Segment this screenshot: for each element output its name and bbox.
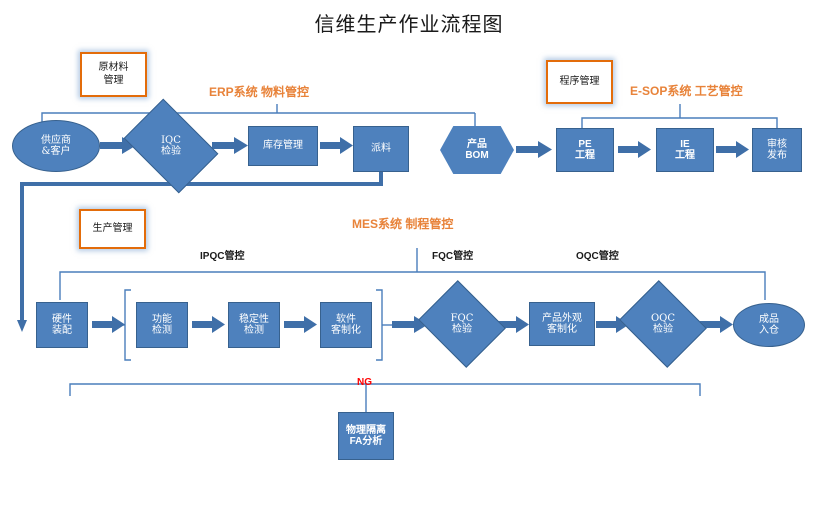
caption-oqc: OQC管控	[576, 251, 619, 262]
node-fa-analysis-label: 物理隔离 FA分析	[346, 424, 386, 448]
caption-mes-system: MES系统 制程管控	[352, 217, 454, 231]
node-oqc-inspection-label: OQC 检验	[650, 312, 676, 336]
node-product-appearance[interactable]: 产品外观 客制化	[529, 302, 595, 346]
arrow-pe-to-ie	[618, 141, 651, 158]
node-function-test[interactable]: 功能 检测	[136, 302, 188, 348]
node-fqc-inspection[interactable]: FQC 检验	[418, 280, 506, 368]
node-software-customization[interactable]: 软件 客制化	[320, 302, 372, 348]
node-product-bom[interactable]: 产品 BOM	[440, 126, 514, 174]
node-finished-goods-warehouse[interactable]: 成品 入仓	[733, 303, 805, 347]
caption-fqc: FQC管控	[432, 251, 474, 262]
label-box-raw-material-text: 原材料 管理	[98, 62, 129, 86]
page-title: 信维生产作业流程图	[314, 12, 504, 36]
node-fqc-inspection-label: FQC 检验	[450, 312, 474, 336]
label-box-production-management-text: 生产管理	[92, 222, 133, 234]
label-box-production-management: 生产管理	[79, 209, 146, 249]
node-stability-test-label: 稳定性 检测	[239, 313, 269, 337]
node-ie-engineering[interactable]: IE 工程	[656, 128, 714, 172]
arrow-iqc-to-inventory	[212, 137, 248, 154]
arrow-bom-to-pe	[516, 141, 552, 158]
erp-bracket	[41, 112, 475, 126]
arrow-oqc-to-warehouse	[700, 316, 733, 333]
arrow-function-to-stability	[192, 316, 225, 333]
node-function-test-label: 功能 检测	[152, 313, 172, 337]
ipqc-bracket-left	[124, 289, 131, 361]
node-product-appearance-label: 产品外观 客制化	[542, 312, 582, 336]
assembly-inbound-arrowhead	[17, 320, 27, 332]
label-box-program-management: 程序管理	[546, 60, 613, 104]
node-inventory-management[interactable]: 库存管理	[248, 126, 318, 166]
node-iqc-inspection[interactable]: IQC 检验	[123, 98, 219, 194]
node-supplier[interactable]: 供应商 &客户	[12, 120, 100, 172]
arrow-inventory-to-dispatch	[320, 137, 353, 154]
node-review-release-label: 审核 发布	[767, 138, 787, 162]
node-supplier-label: 供应商 &客户	[41, 134, 71, 158]
node-hardware-assembly[interactable]: 硬件 装配	[36, 302, 88, 348]
node-pe-engineering[interactable]: PE 工程	[556, 128, 614, 172]
arrow-assembly-to-function	[92, 316, 125, 333]
arrow-stability-to-sw	[284, 316, 317, 333]
node-dispatch-material-label: 派料	[371, 143, 391, 155]
node-software-customization-label: 软件 客制化	[331, 313, 361, 337]
dispatch-to-assembly-route	[20, 172, 383, 322]
node-finished-goods-warehouse-label: 成品 入仓	[759, 313, 779, 337]
node-ie-engineering-label: IE 工程	[675, 138, 695, 162]
node-product-bom-label: 产品 BOM	[465, 138, 489, 162]
caption-ipqc: IPQC管控	[200, 251, 245, 262]
node-dispatch-material[interactable]: 派料	[353, 126, 409, 172]
node-oqc-inspection[interactable]: OQC 检验	[619, 280, 707, 368]
label-box-program-management-text: 程序管理	[559, 75, 600, 87]
node-iqc-inspection-label: IQC 检验	[161, 134, 181, 158]
label-box-raw-material: 原材料 管理	[80, 52, 147, 97]
node-hardware-assembly-label: 硬件 装配	[52, 313, 72, 337]
node-stability-test[interactable]: 稳定性 检测	[228, 302, 280, 348]
node-fa-analysis[interactable]: 物理隔离 FA分析	[338, 412, 394, 460]
node-review-release[interactable]: 审核 发布	[752, 128, 802, 172]
caption-ng: NG	[357, 377, 372, 388]
ng-bracket	[69, 383, 701, 396]
node-inventory-management-label: 库存管理	[263, 140, 303, 152]
arrow-ie-to-release	[716, 141, 749, 158]
caption-erp-system: ERP系统 物料管控	[209, 85, 310, 99]
caption-esop-system: E-SOP系统 工艺管控	[630, 84, 743, 98]
node-pe-engineering-label: PE 工程	[575, 138, 595, 162]
ipqc-bracket-right	[376, 289, 383, 361]
